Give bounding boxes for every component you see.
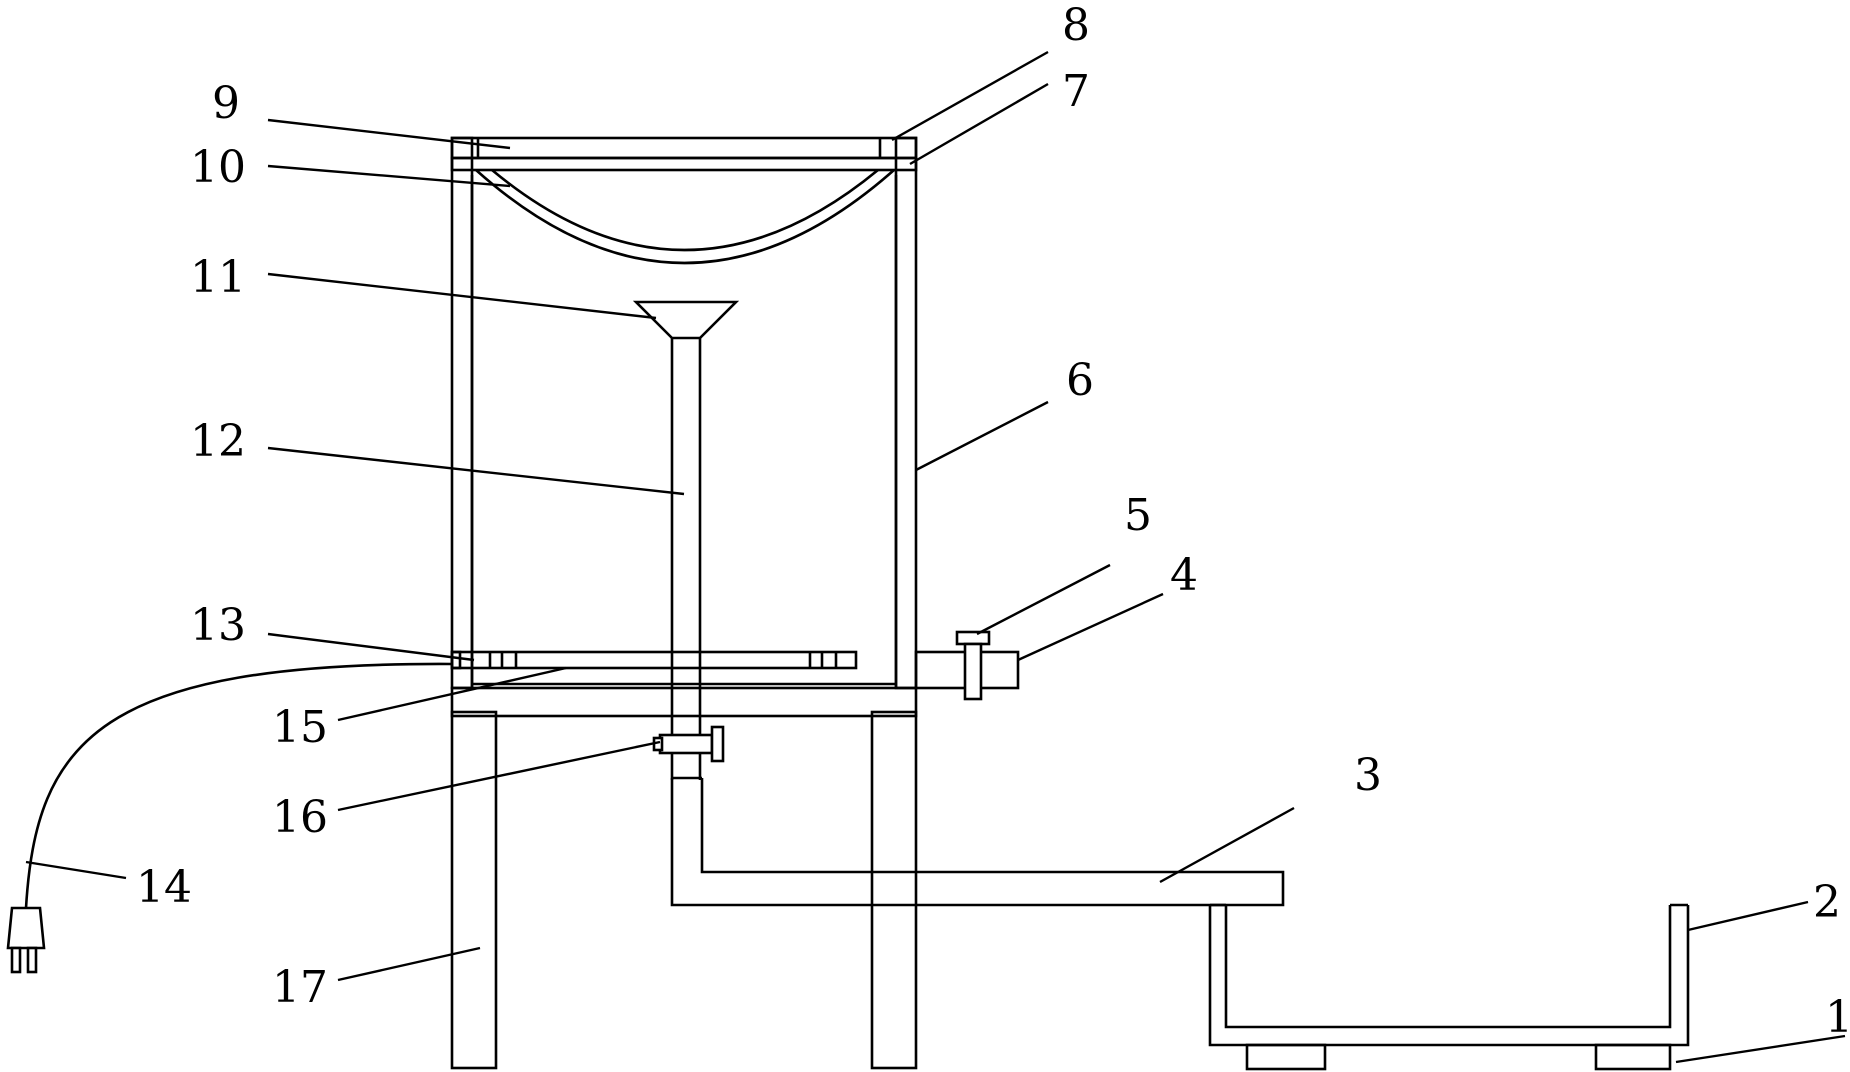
label-3: 3 [1354,750,1382,801]
label-1: 1 [1825,992,1850,1043]
label-4: 4 [1170,550,1198,601]
label-17: 17 [272,962,328,1013]
label-13: 13 [190,600,246,651]
curved-basin-10 [475,168,895,265]
power-cord-14 [6,662,453,974]
funnel-11 [632,300,740,340]
label-16: 16 [272,792,328,843]
label-14: 14 [136,862,192,913]
part-labels: 1 2 3 4 5 6 7 8 9 10 11 12 13 14 15 16 1… [136,0,1850,1043]
label-12: 12 [190,416,246,467]
leader-lines [25,50,1846,1064]
bolt-5 [955,630,991,701]
outlet-pipe-3 [670,776,1285,907]
legs-17 [450,710,918,1070]
label-6: 6 [1066,355,1094,406]
label-11: 11 [190,252,246,303]
support-bar-7 [450,156,918,172]
valve-16 [652,725,725,763]
pipe-12 [670,338,702,780]
label-8: 8 [1062,0,1090,51]
collecting-tray-2 [1208,903,1690,1047]
label-15: 15 [272,702,328,753]
label-9: 9 [212,78,240,129]
label-10: 10 [190,142,246,193]
tank-6 [450,136,918,690]
label-7: 7 [1062,66,1090,117]
label-2: 2 [1813,877,1841,928]
heating-plate-13 [450,650,896,686]
label-5: 5 [1124,490,1152,541]
feet-1 [1245,1043,1672,1071]
platform [450,686,918,718]
top-cover-8 [450,136,918,160]
